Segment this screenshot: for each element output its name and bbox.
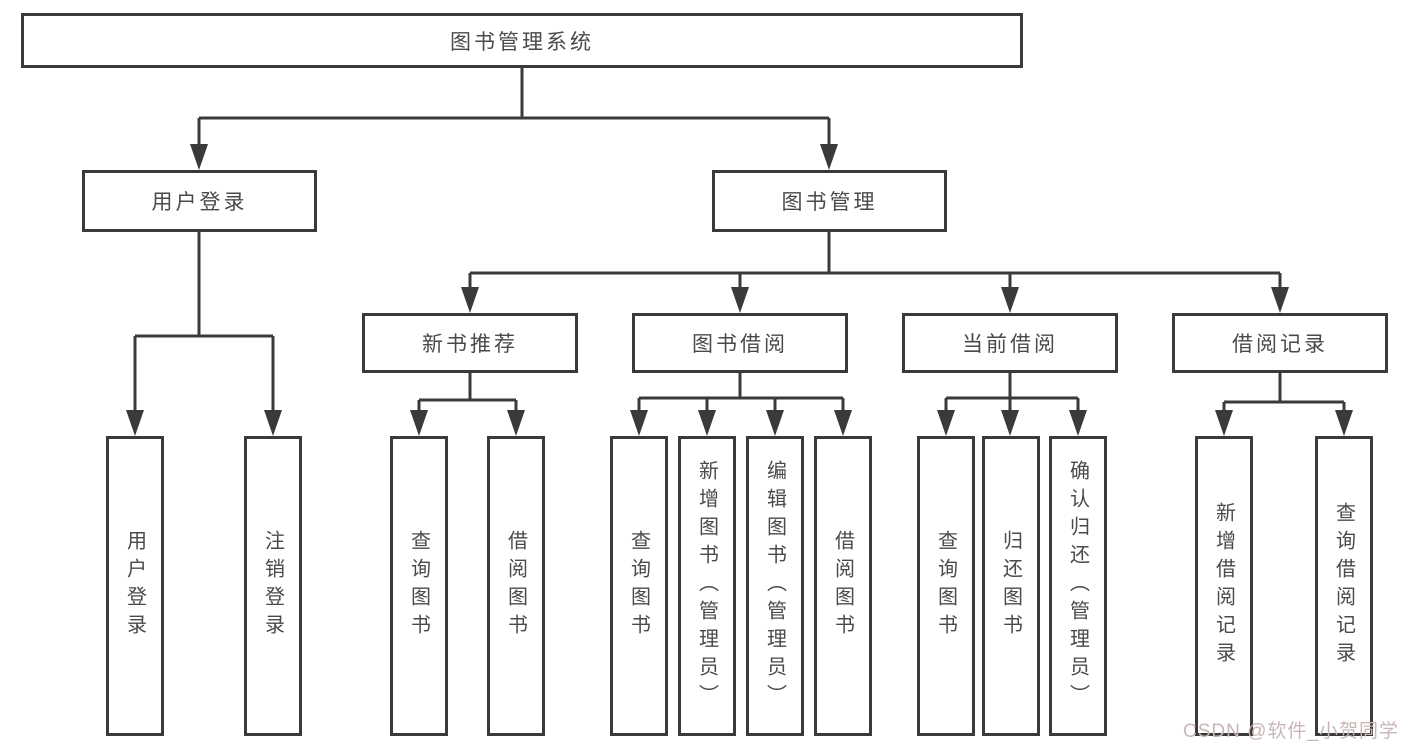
node-leaf-query-books-1: 查询图书	[390, 436, 448, 736]
connector-book-borrow	[630, 373, 852, 436]
node-leaf-borrow-books-1-label: 借阅图书	[504, 530, 527, 642]
node-book-management: 图书管理	[712, 170, 947, 232]
node-borrow-records: 借阅记录	[1172, 313, 1388, 373]
node-current-borrow: 当前借阅	[902, 313, 1118, 373]
node-leaf-logout: 注销登录	[244, 436, 302, 736]
connector-borrow-records	[1215, 373, 1353, 436]
node-leaf-return-books-label: 归还图书	[999, 530, 1022, 642]
node-leaf-add-books-admin: 新增图书（管理员）	[678, 436, 736, 736]
node-leaf-user-login: 用户登录	[106, 436, 164, 736]
node-leaf-query-books-2: 查询图书	[610, 436, 668, 736]
node-leaf-borrow-books-2-label: 借阅图书	[831, 530, 854, 642]
node-leaf-confirm-return-admin-label: 确认归还（管理员）	[1066, 460, 1089, 712]
node-leaf-return-books: 归还图书	[982, 436, 1040, 736]
connector-book-management	[461, 232, 1289, 313]
node-leaf-add-books-admin-label: 新增图书（管理员）	[695, 460, 718, 712]
connector-root	[190, 68, 838, 170]
node-leaf-query-books-1-label: 查询图书	[407, 530, 430, 642]
node-leaf-query-borrow-record: 查询借阅记录	[1315, 436, 1373, 736]
node-book-borrow: 图书借阅	[632, 313, 848, 373]
node-leaf-user-login-label: 用户登录	[123, 530, 146, 642]
node-leaf-borrow-books-2: 借阅图书	[814, 436, 872, 736]
node-leaf-query-borrow-record-label: 查询借阅记录	[1332, 502, 1355, 670]
node-new-book-recommend: 新书推荐	[362, 313, 578, 373]
connector-user-login	[126, 232, 282, 436]
node-leaf-edit-books-admin: 编辑图书（管理员）	[746, 436, 804, 736]
node-leaf-query-books-2-label: 查询图书	[627, 530, 650, 642]
node-root: 图书管理系统	[21, 13, 1023, 68]
node-leaf-add-borrow-record-label: 新增借阅记录	[1212, 502, 1235, 670]
connector-current-borrow	[937, 373, 1087, 436]
connector-new-book-recommend	[410, 373, 525, 436]
csdn-watermark: CSDN @软件_小贺同学	[1183, 721, 1399, 742]
node-user-login: 用户登录	[82, 170, 317, 232]
node-leaf-confirm-return-admin: 确认归还（管理员）	[1049, 436, 1107, 736]
node-leaf-edit-books-admin-label: 编辑图书（管理员）	[763, 460, 786, 712]
node-leaf-query-books-3-label: 查询图书	[934, 530, 957, 642]
node-leaf-logout-label: 注销登录	[261, 530, 284, 642]
node-leaf-add-borrow-record: 新增借阅记录	[1195, 436, 1253, 736]
node-leaf-borrow-books-1: 借阅图书	[487, 436, 545, 736]
node-leaf-query-books-3: 查询图书	[917, 436, 975, 736]
